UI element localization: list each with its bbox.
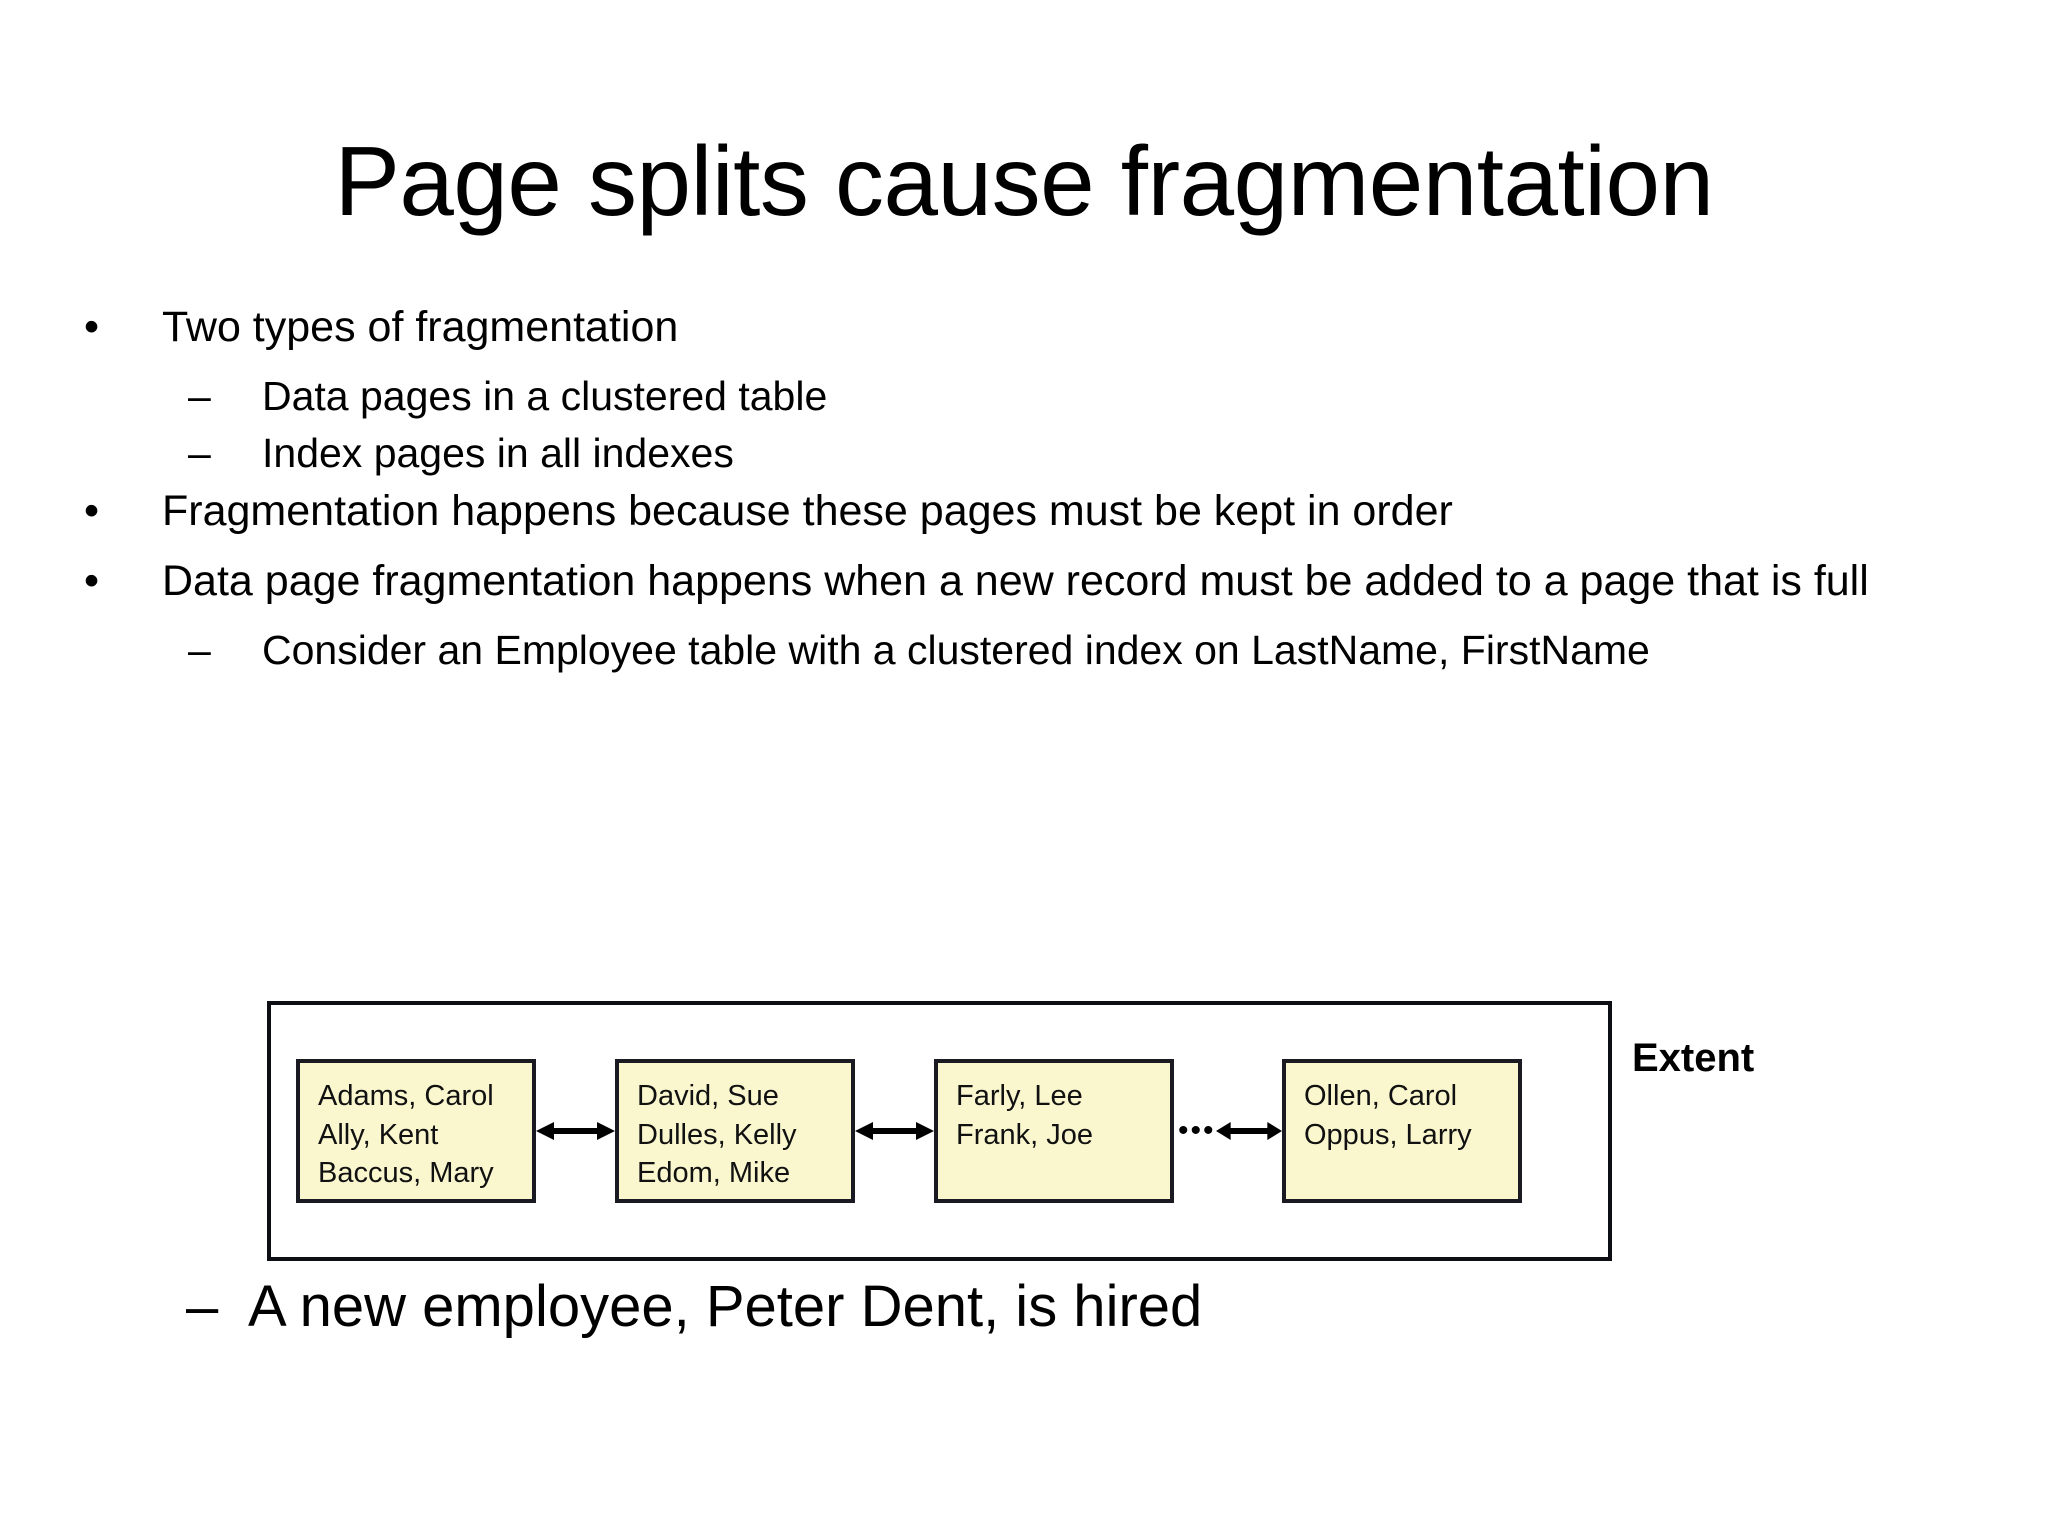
double-arrow-icon: [536, 1122, 615, 1140]
record-row: Ollen, Carol: [1304, 1080, 1458, 1112]
double-arrow-connector-1: [536, 1059, 615, 1203]
page-title: Page splits cause fragmentation: [334, 126, 1714, 236]
double-arrow-icon: [1216, 1122, 1282, 1140]
record-row: Edom, Mike: [637, 1157, 791, 1190]
data-page-box-2: David, Sue Dulles, Kelly Edom, Mike: [615, 1059, 855, 1203]
data-page-box-3: Farly, Lee Frank, Joe: [934, 1059, 1174, 1203]
record-row: Ally, Kent: [318, 1118, 439, 1151]
bullet-text: Fragmentation happens because these page…: [162, 487, 1453, 536]
extent-label: Extent: [1632, 1036, 1755, 1080]
bullet-marker-dash: –: [188, 372, 211, 419]
bullet-item-6: – Consider an Employee table with a clus…: [70, 624, 1990, 677]
data-page-box-1: Adams, Carol Ally, Kent Baccus, Mary: [296, 1059, 536, 1203]
bullet-marker-dash: –: [188, 627, 211, 674]
bullet-text: Consider an Employee table with a cluste…: [262, 627, 1650, 674]
bullet-item-4: • Fragmentation happens because these pa…: [70, 484, 1990, 540]
double-arrow-connector-3: •••: [1174, 1059, 1282, 1203]
bullet-list: • Two types of fragmentation – Data page…: [70, 300, 1990, 682]
data-page-box-4: Ollen, Carol Oppus, Larry: [1282, 1059, 1522, 1203]
bullet-marker-dash: –: [188, 430, 211, 477]
bullet-item-5: • Data page fragmentation happens when a…: [70, 554, 1990, 610]
bullet-text: Data page fragmentation happens when a n…: [162, 557, 1869, 606]
closing-bullet: –A new employee, Peter Dent, is hired: [186, 1272, 1202, 1342]
record-row: Dulles, Kelly: [637, 1118, 797, 1151]
bullet-item-2: – Data pages in a clustered table: [70, 370, 1990, 423]
record-row: Baccus, Mary: [318, 1157, 494, 1190]
bullet-text: Two types of fragmentation: [162, 303, 679, 351]
closing-bullet-text: A new employee, Peter Dent, is hired: [248, 1274, 1203, 1339]
extent-diagram: Adams, Carol Ally, Kent Baccus, Mary Dav…: [267, 1001, 1612, 1261]
record-row: Adams, Carol: [318, 1080, 494, 1112]
bullet-marker-dot: •: [84, 557, 100, 606]
bullet-text: Data pages in a clustered table: [262, 372, 828, 419]
double-arrow-icon: [855, 1122, 934, 1140]
record-row: Frank, Joe: [956, 1118, 1093, 1151]
bullet-marker-dash: –: [186, 1274, 219, 1339]
bullet-item-3: – Index pages in all indexes: [70, 427, 1990, 480]
bullet-item-1: • Two types of fragmentation: [70, 300, 1990, 356]
record-row: Farly, Lee: [956, 1080, 1083, 1112]
double-arrow-connector-2: [855, 1059, 934, 1203]
page-chain: Adams, Carol Ally, Kent Baccus, Mary Dav…: [267, 1001, 1612, 1261]
record-row: Oppus, Larry: [1304, 1118, 1472, 1151]
bullet-marker-dot: •: [84, 487, 100, 536]
ellipsis-icon: •••: [1178, 1114, 1216, 1147]
record-row: David, Sue: [637, 1080, 779, 1112]
bullet-marker-dot: •: [84, 303, 100, 351]
bullet-text: Index pages in all indexes: [262, 430, 734, 477]
